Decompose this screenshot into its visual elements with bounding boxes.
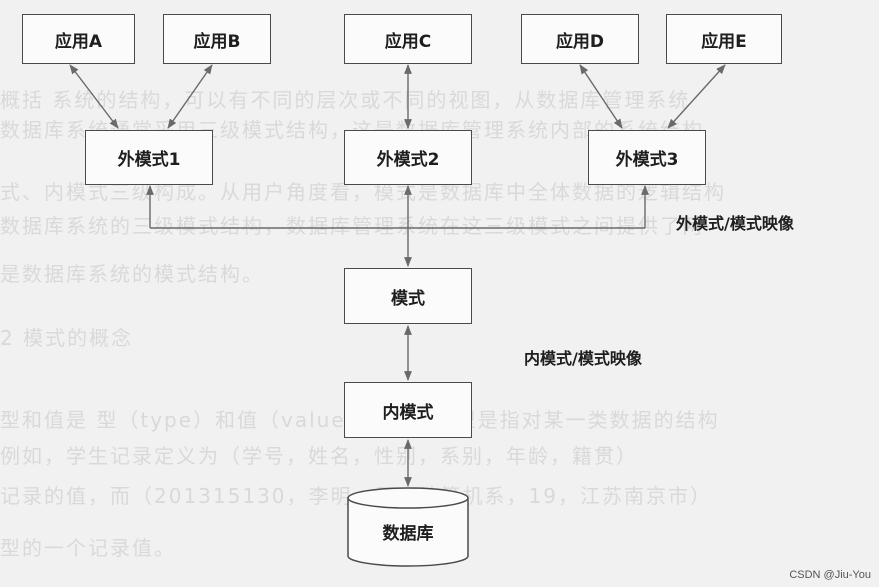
schema-box: 模式: [344, 268, 472, 324]
app-d-box: 应用D: [521, 14, 639, 64]
arrow-app-a-to-external-1: [69, 64, 119, 129]
arrow-app-e-to-external-3: [667, 64, 726, 129]
external-schema-2-box: 外模式2: [344, 130, 472, 185]
app-b-box: 应用B: [163, 14, 271, 64]
schema-label: 模式: [391, 288, 425, 309]
database-cylinder: [347, 487, 469, 567]
background-text: 是数据库系统的模式结构。: [0, 262, 264, 286]
external-schema-3-label: 外模式3: [615, 150, 679, 170]
external-schema-2-label: 外模式2: [376, 150, 440, 170]
app-b-label: 应用B: [193, 31, 241, 52]
internal-schema-mapping-label: 内模式/模式映像: [524, 349, 642, 368]
app-e-label: 应用E: [701, 31, 747, 52]
external-schema-1-box: 外模式1: [85, 130, 213, 185]
app-d-label: 应用D: [555, 31, 605, 52]
external-schema-mapping-label: 外模式/模式映像: [676, 214, 794, 233]
arrow-app-b-to-external-1: [167, 64, 213, 129]
external-schema-1-label: 外模式1: [117, 150, 181, 170]
background-text: 例如，学生记录定义为（学号，姓名，性别，系别，年龄，籍贯）: [0, 444, 638, 468]
app-c-box: 应用C: [344, 14, 472, 64]
app-a-label: 应用A: [54, 31, 103, 52]
internal-schema-label: 内模式: [382, 402, 434, 423]
background-text: 2 模式的概念: [0, 326, 134, 350]
background-text: 型的一个记录值。: [0, 536, 176, 560]
app-c-label: 应用C: [384, 31, 432, 52]
external-schema-3-box: 外模式3: [588, 130, 706, 185]
internal-schema-box: 内模式: [344, 382, 472, 438]
background-text: 数据库系统的三级模式结构，数据库管理系统在这三级模式之间提供了两: [0, 214, 704, 238]
watermark: CSDN @Jiu-You: [789, 569, 871, 581]
arrow-app-d-to-external-3: [579, 64, 623, 129]
database-label: 数据库: [382, 524, 434, 544]
app-a-box: 应用A: [22, 14, 135, 64]
app-e-box: 应用E: [666, 14, 782, 64]
